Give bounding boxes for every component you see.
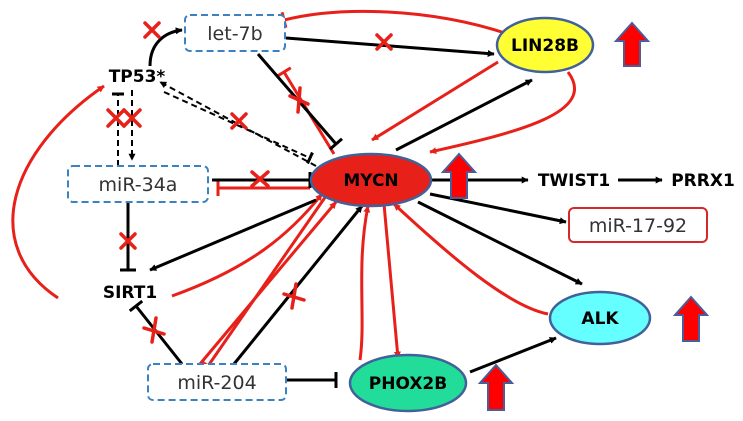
red-x-icon	[250, 170, 270, 188]
edge-sirt1-mycn	[171, 193, 324, 298]
edge-phox2b-mycn	[358, 205, 371, 361]
mir34a-box	[67, 165, 209, 203]
edge-lin28b-let7b	[280, 9, 509, 36]
up-arrow-icon	[613, 21, 651, 67]
edge-mycn-phox2b	[382, 203, 401, 359]
red-x-icon	[282, 282, 306, 310]
edge-mycn-lin28b	[395, 78, 533, 152]
mir204-label: miR-204	[177, 372, 256, 394]
edge-mycn-sirt1	[149, 198, 317, 272]
sirt1-label: SIRT1	[103, 283, 157, 303]
up-arrow-icon	[440, 152, 478, 199]
prrx1-label: PRRX1	[671, 171, 735, 191]
mir1792-label: miR-17-92	[589, 215, 687, 237]
edge-tp53-let7b	[148, 27, 183, 67]
edge-phox2b-alk	[469, 336, 557, 374]
lin28b-label: LIN28B	[511, 36, 579, 56]
up-arrow-icons	[440, 21, 710, 411]
alk-node	[548, 290, 652, 346]
let7b-label: let-7b	[207, 23, 262, 45]
red-x-icon	[230, 112, 248, 130]
edge-alk-mycn	[392, 202, 549, 316]
phox2b-label: PHOX2B	[369, 374, 447, 394]
mir1792-box	[568, 207, 708, 243]
red-x-icon	[119, 232, 137, 250]
edge-mycn-alk	[417, 200, 583, 286]
mycn-node	[309, 152, 433, 208]
mir204-box	[147, 363, 287, 401]
red-x-icon	[288, 86, 310, 114]
red-x-icon	[122, 108, 142, 128]
lin28b-node	[495, 16, 595, 74]
red-x-icon	[142, 316, 166, 344]
phox2b-node	[348, 353, 468, 413]
red-x-icon	[375, 33, 393, 51]
let7b-box	[184, 14, 286, 52]
edge-mir204-mycn	[198, 201, 338, 365]
red-x-icon	[106, 108, 126, 128]
alk-label: ALK	[581, 309, 619, 329]
edge-sirt1-tp53	[11, 84, 105, 300]
mir34a-label: miR-34a	[99, 174, 178, 196]
mycn-label: MYCN	[343, 171, 398, 191]
red-x-icon	[143, 21, 161, 39]
tp53-label: TP53*	[109, 67, 166, 87]
edge-lin28b-mycn	[371, 60, 499, 142]
twist1-label: TWIST1	[538, 171, 610, 191]
edge-mir204-sirt1	[128, 299, 184, 365]
edge-lin28b-curve-mycn	[429, 71, 576, 155]
red-x-icons	[106, 21, 393, 344]
up-arrow-icon	[477, 363, 515, 411]
up-arrow-icon	[672, 295, 710, 342]
edge-mir204-mycn-black	[232, 205, 364, 365]
edge-mycn-mir204	[200, 195, 328, 372]
